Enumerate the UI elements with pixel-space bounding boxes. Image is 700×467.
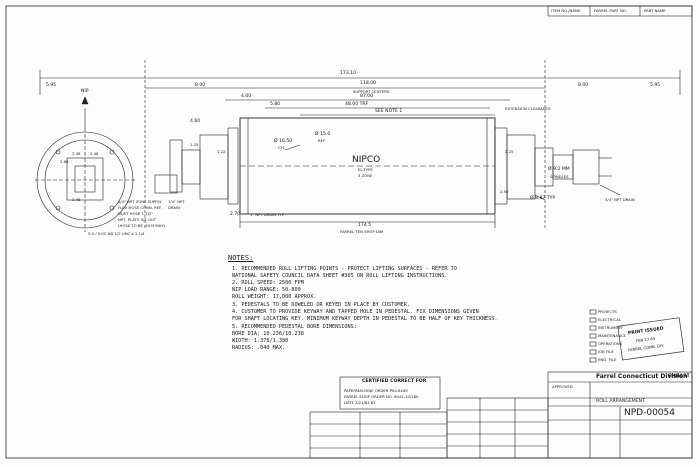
note-line: 1. RECOMMENDED ROLL LIFTING POINTS - PRO…	[232, 266, 457, 272]
dim-core-dia: Ø 15.0	[315, 132, 331, 137]
end-view-note2: FLEX HOSE CONN. REF.	[118, 205, 162, 210]
roll-name: NIPCO	[352, 155, 381, 165]
note-line: 5. RECOMMENDED PEDESTAL BORE DIMENSIONS:	[232, 324, 357, 330]
roll-zone: 3 ZONE	[358, 173, 373, 178]
end-view-note5: (HOSE TO BE .50 N MAX)	[118, 223, 166, 228]
checklist-projects: PROJECTS	[598, 309, 617, 314]
note-line: WIDTH: 1.378/1.380	[232, 338, 289, 344]
dim-a1: 1.25	[190, 142, 199, 147]
dim-face-length: 87.00	[360, 94, 374, 99]
checklist-electrical: ELECTRICAL	[598, 317, 622, 322]
dim-support-centers: SUPPORT CENTERS	[353, 89, 390, 94]
note-line: 4. CUSTOMER TO PROVIDE KEYWAY AND TAPPED…	[232, 309, 479, 315]
note-line: NIP LOAD RANGE: 50-800	[232, 287, 301, 293]
end-view-dim-c: 2.68	[60, 159, 69, 164]
end-view-nip: NIP	[81, 89, 89, 94]
dim-right-ext: 5.95	[650, 83, 661, 88]
dim-see-note: SEE NOTE 1	[375, 109, 403, 114]
dim-shell-dia-sub: CYL	[278, 145, 286, 150]
company-location: EMHART	[668, 374, 690, 379]
extension-clearance: EXTENSION CLEARANCE	[505, 106, 551, 111]
dim-roll-face: 48.00 TRF	[345, 102, 369, 107]
note-line: FOR SHAFT LOCATING KEY. MINIMUM KEYWAY D…	[232, 316, 498, 322]
note-line: 2. ROLL SPEED: 2500 FPM	[232, 280, 304, 286]
dim-coupling-dia: Ø 8.87 TYP	[530, 196, 556, 201]
dim-d3: 4.60	[190, 119, 201, 124]
end-view-note7: DRAIN	[168, 205, 180, 210]
end-view-dim-d: 2.48	[72, 197, 81, 202]
dim-d2: 5.80	[270, 102, 281, 107]
part-label: FARREL PART NO.	[594, 8, 627, 13]
dim-left-ext: 5.95	[46, 83, 57, 88]
dim-bottom-len: 174.5	[358, 223, 372, 228]
approved-label: APPROVED	[552, 384, 573, 389]
drain-right: 3/4" NPT DRAIN	[605, 197, 635, 202]
certified-line1: PAPERMACHINE ORDER PS4-8165	[344, 388, 408, 393]
certified-line3: DATE 3/21/84 BY	[344, 400, 376, 405]
dim-between-supports: 118.00	[360, 81, 377, 86]
checklist-job-file: JOB FILE	[598, 349, 614, 354]
dim-bottom-sub: FARREL TEN SHOP DIM	[340, 229, 384, 234]
notes-title: NOTES:	[228, 254, 254, 262]
end-view-note4: NPT, PLATE 3/4 OUT	[118, 217, 156, 222]
note-line: NATIONAL SAFETY COUNCIL DATA SHEET #365 …	[232, 273, 448, 279]
dim-journal-sub: SPINDLES	[550, 174, 569, 179]
dim-a3: 2.25	[505, 149, 514, 154]
note-line: ROLL WEIGHT: 17,000 APPROX.	[232, 294, 317, 300]
note-line: BORE DIA: 10.236/10.238	[232, 331, 304, 337]
drawing-number: NPD-00054	[624, 408, 675, 418]
end-view-note6: 1/4" NPT	[168, 199, 185, 204]
dim-a4: 2.50	[500, 189, 509, 194]
checklist-operations: OPERATIONS	[598, 341, 623, 346]
drain-note: 1" NPT DRAIN TYP	[250, 212, 285, 217]
checklist-maintenance: MAINTENANCE	[598, 333, 626, 338]
certified-title: CERTIFIED CORRECT FOR	[362, 379, 427, 384]
dim-overall: 173.10	[340, 71, 357, 76]
end-view-note1: 1/4" NPT ZONE SUPPLY	[118, 199, 162, 204]
dim-left-end: 8.00	[195, 83, 206, 88]
certified-line2: FARREL SHOP ORDER NO. 6041-10/180	[344, 394, 419, 399]
checklist-eng-file: ENG. FILE	[598, 357, 617, 362]
dim-journal-dia: Ø 9.2 MM	[548, 167, 570, 172]
dim-d1: 4.00	[241, 94, 252, 99]
end-view-dim-b: 2.48	[90, 151, 99, 156]
checklist-instrument: INSTRUMENT	[598, 325, 623, 330]
drawing-title: ROLL ARRANGEMENT	[596, 399, 645, 404]
end-view-dim-a: 2.48	[72, 151, 81, 156]
dim-right-end: 8.00	[578, 83, 589, 88]
dim-shell-dia: Ø 16.50	[274, 139, 293, 144]
roll-type: EL-TYPE	[358, 167, 373, 172]
dim-a2: 1.22	[217, 149, 226, 154]
end-view-note3: DUST HOSE 1-1/2"	[118, 211, 154, 216]
part-name-label: PART NAME	[644, 8, 666, 13]
dim-core-dia-sub: REF	[318, 138, 326, 143]
company-name: Farrel Connecticut Division	[596, 373, 688, 380]
note-line: 3. PEDESTALS TO BE DOWELED OR KEYED IN P…	[232, 302, 411, 308]
end-view-note8: 5.0 / 5.0C HD 1/2 UNC x 1.1/4	[88, 231, 145, 236]
note-line: RADIUS: .040 MAX.	[232, 345, 286, 351]
dim-d4: 2.70	[230, 212, 241, 217]
item-label: ITEM NO./NAME	[551, 8, 581, 13]
